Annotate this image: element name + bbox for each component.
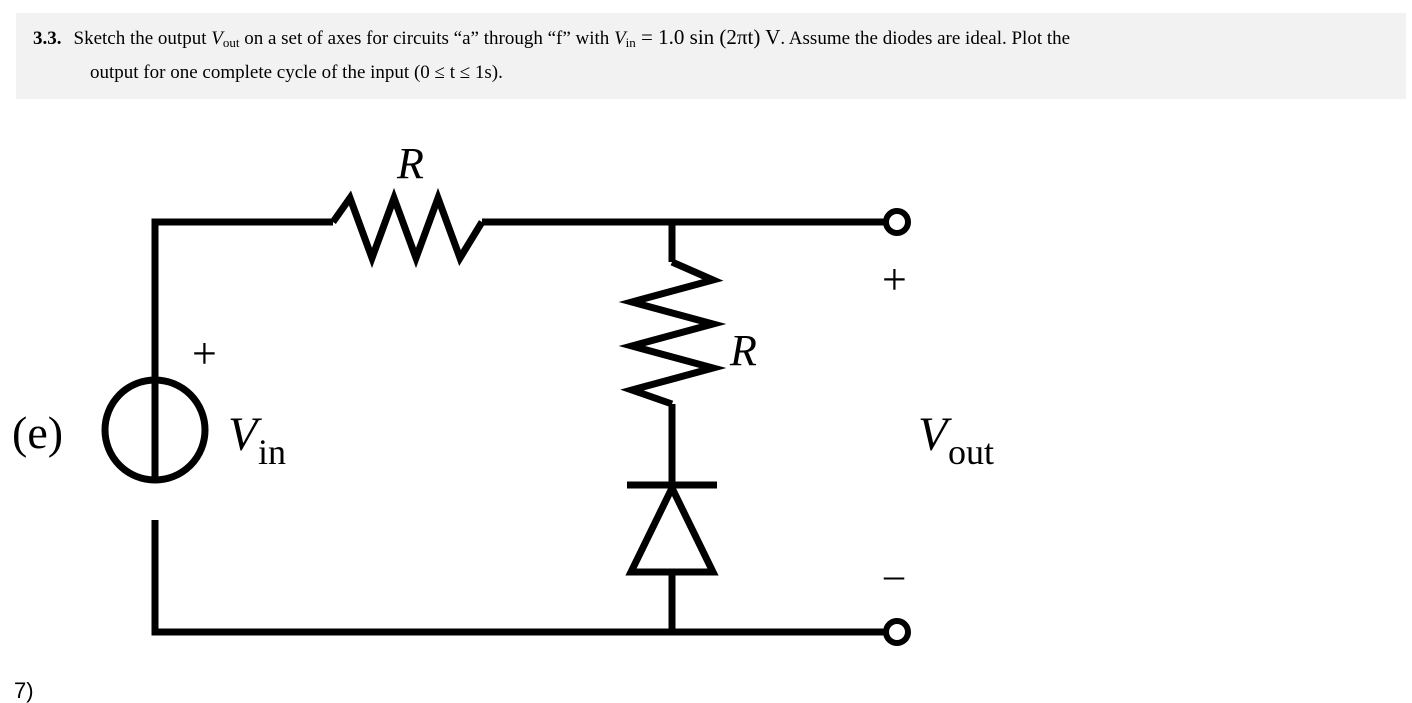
- vin-label-subscript: in: [258, 432, 286, 472]
- next-problem-number: 7): [14, 678, 34, 703]
- circuit-diagram: R R (e) + V in + V out –: [0, 140, 1100, 660]
- vout-label: V: [918, 408, 952, 461]
- series-resistor-label: R: [396, 140, 424, 188]
- output-terminal-bottom: [883, 618, 911, 646]
- wire-left-top: [151, 218, 333, 480]
- voltage-source-icon: [101, 376, 209, 484]
- vout-plus-sign: +: [882, 255, 907, 304]
- input-equation: = 1.0 sin (2πt) V: [635, 25, 781, 49]
- vin-symbol: V: [614, 28, 626, 49]
- vout-minus-sign: –: [883, 552, 905, 597]
- diode-triangle: [625, 480, 719, 576]
- vout-label-subscript: out: [948, 432, 994, 472]
- shunt-resistor-label: R: [729, 326, 757, 375]
- problem-text-part: on a set of axes for circuits “a” throug…: [239, 28, 615, 49]
- vin-plus-sign: +: [192, 329, 217, 378]
- problem-text-line2: output for one complete cycle of the inp…: [90, 62, 503, 83]
- circuit-svg: R R (e) + V in + V out –: [12, 140, 994, 646]
- problem-text-part: Sketch the output: [73, 28, 212, 49]
- circuit-label: (e): [12, 407, 63, 458]
- vout-subscript: out: [222, 35, 240, 50]
- vout-symbol: V: [211, 28, 223, 49]
- problem-number: 3.3.: [33, 28, 62, 49]
- wire-bottom: [151, 520, 885, 636]
- vin-subscript: in: [625, 35, 636, 50]
- resistor-series: [330, 187, 485, 269]
- output-terminal-top: [883, 208, 911, 236]
- problem-statement: 3.3. Sketch the output Vout on a set of a…: [33, 22, 1373, 88]
- vin-label: V: [228, 408, 262, 461]
- problem-statement-box: [16, 13, 1406, 99]
- resistor-shunt: [618, 258, 727, 408]
- problem-text-part: . Assume the diodes are ideal. Plot the: [780, 28, 1071, 49]
